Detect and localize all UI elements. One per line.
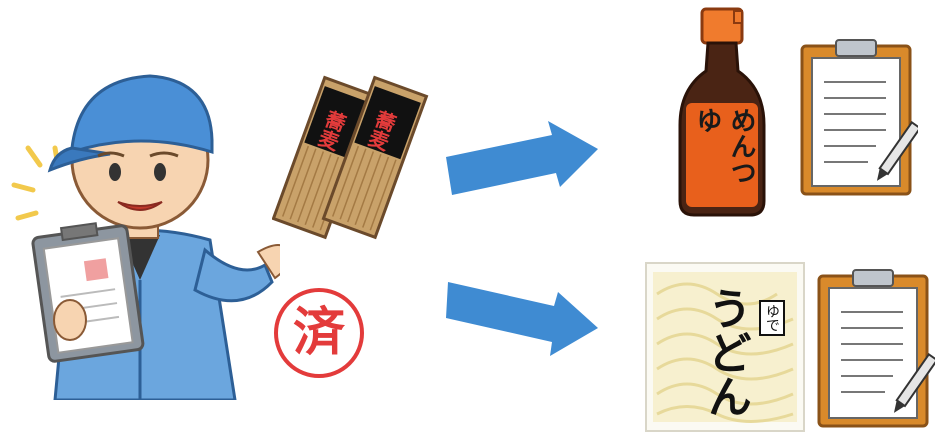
- udon-pack: うどん ゆで: [645, 262, 805, 432]
- done-stamp: 済: [274, 288, 364, 378]
- worker-clipboard-icon: [31, 219, 143, 362]
- soba-packs: 蕎麦 蕎麦: [272, 75, 432, 245]
- sparkle-lines: [14, 148, 58, 218]
- worker-illustration: [0, 20, 280, 400]
- arrow-right-icon-top: [442, 115, 602, 195]
- arrow-right-icon-bottom: [442, 282, 602, 362]
- stamp-label: 済: [293, 307, 345, 359]
- clipboard-icon-bottom: [815, 268, 935, 430]
- clipboard-icon-top: [798, 38, 918, 198]
- mentsuyu-label: めんつゆ: [690, 107, 758, 207]
- mentsuyu-bottle: めんつゆ: [672, 5, 772, 220]
- udon-tag: ゆで: [759, 300, 785, 336]
- udon-label: うどん: [699, 286, 751, 418]
